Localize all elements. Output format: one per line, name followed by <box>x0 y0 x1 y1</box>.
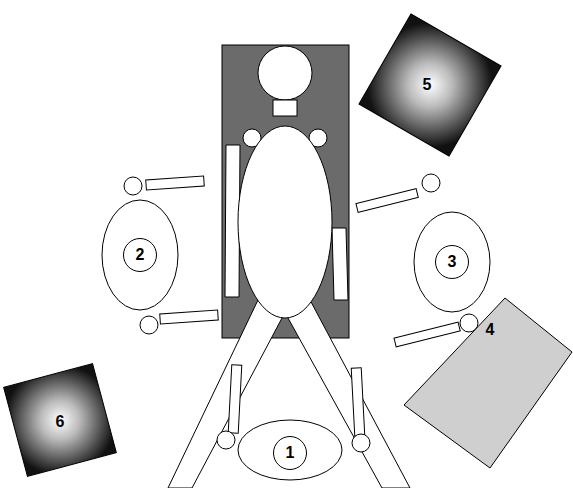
callout-number: 3 <box>448 254 457 270</box>
callout-number: 4 <box>486 322 495 338</box>
monitor-screen <box>359 14 501 156</box>
staff-figure <box>102 176 218 334</box>
staff-number-circle: 2 <box>123 238 157 272</box>
operating-table <box>222 45 349 338</box>
equipment-label: 4 <box>478 318 502 342</box>
callout-number: 5 <box>423 77 432 93</box>
monitor-screen <box>4 364 117 477</box>
callout-number: 1 <box>286 445 295 461</box>
staff-number-circle: 1 <box>273 436 307 470</box>
staff-figure <box>217 365 370 480</box>
callout-number: 2 <box>136 247 145 263</box>
callout-number: 6 <box>56 414 65 430</box>
staff-figure <box>356 174 490 347</box>
staff-number-circle: 3 <box>435 245 469 279</box>
monitor-label: 6 <box>48 410 72 434</box>
monitor-label: 5 <box>415 73 439 97</box>
instrument-table <box>404 298 572 468</box>
